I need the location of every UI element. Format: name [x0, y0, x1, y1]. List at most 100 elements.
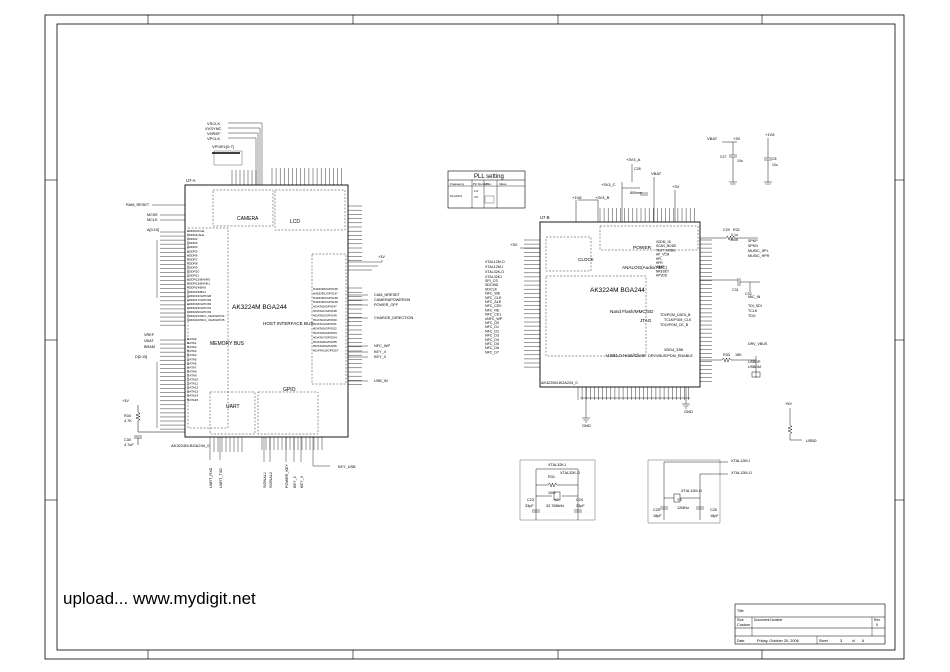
camera-block-label: CAMERA [237, 216, 259, 222]
net-label: VVSYNC [205, 126, 222, 131]
crystal-12m: XTAL12M-I XTAL12M-O XTAL12M-O Y3 12MHz C… [647, 459, 752, 524]
sheet-border-outer [44, 14, 905, 660]
net-label: MUSIC_HPL [748, 249, 769, 253]
net-label: TDO [748, 314, 756, 318]
pin-signal-label: ADDR4 [187, 245, 198, 249]
pin-signal-label: ADDR9 [187, 265, 198, 269]
net-label: VREF [144, 333, 155, 337]
chip-right-part: AK3224M BGA244 [590, 287, 645, 294]
net-label: NFC_D7 [485, 350, 499, 354]
left-data-signals: DATA0DATA1DATA2DATA3DATA4DATA5DATA6DATA7… [187, 337, 199, 402]
pll-cell: PLL0/1/2 [450, 194, 462, 198]
size-label: Size [737, 618, 744, 622]
pin-signal-label: ADDR0/CLE [187, 229, 204, 233]
power-net: +1V8 [572, 195, 582, 200]
pin-signal-label: HPVDD [656, 274, 668, 278]
pll-header-pll: PLL [486, 182, 492, 186]
usb-section: R33 15K +5V USBD VDD4_33B DRVVBUS/PDM_EN… [648, 348, 817, 443]
jtag-block-label: JTAG [640, 318, 652, 323]
left-top-pins [231, 168, 342, 185]
res-label: R31 [548, 475, 555, 479]
net-label: RAM_RESET [126, 203, 150, 207]
clock-block-label: CLOCK [578, 257, 595, 262]
pll-header-value: Value [499, 182, 507, 186]
pin-signal-label: DATA14 [187, 394, 199, 398]
pin-signal-label: DATA1 [187, 341, 197, 345]
pin-signal-label: NRESET [656, 269, 669, 273]
net-label: SIGNAL1 [263, 472, 267, 488]
left-side-pins [160, 231, 185, 430]
top-right-power: VBAT +3V +1V8 C27 10u C8 10u [707, 132, 778, 185]
pin-signal-label: DATA10 [187, 378, 199, 382]
pin-signal-label: TEST_MODE [656, 248, 675, 252]
title-block-frame [734, 603, 886, 645]
pin-signal-label: DATA15 [187, 398, 199, 402]
pll-cell: 4:0 [474, 195, 479, 199]
cap-label: C23 [527, 498, 534, 502]
pin-signal-label: ADDR1/ALE [187, 233, 204, 237]
pin-signal-label: ADDR3 [187, 241, 198, 245]
pin-signal-label: DATA11 [187, 382, 198, 386]
net-label: BRAM [144, 345, 155, 349]
cap-label: C28 [634, 167, 641, 171]
net-label: POWER_OFF [374, 303, 399, 307]
res-label: R32 [733, 228, 740, 232]
pin-signal-label: HDATA0/GPIO47 [313, 305, 337, 309]
net-label: MCLK [147, 218, 158, 222]
power-net: +3V3_A [626, 157, 641, 162]
host-block [311, 253, 347, 385]
net-label: XTAL12M-I [731, 459, 750, 463]
power-net: +3V3_C [601, 182, 616, 187]
cap-label: C26 [710, 508, 717, 512]
chip-left-body [184, 184, 349, 438]
chip-right-ref: U7-B [540, 215, 550, 220]
net-label: CAM_NRESET [374, 293, 401, 297]
net-label: NFC_D1 [485, 325, 499, 329]
watermark-text: upload... www.mydigit.net [63, 589, 256, 608]
net-label: VBAT [144, 339, 154, 343]
of-label: of [852, 639, 855, 643]
pin-signal-label: ADDR8 [187, 261, 198, 265]
pin-signal-label: DATA0 [187, 337, 197, 341]
pin-signal-label: DATA5 [187, 357, 197, 361]
chip-right-footer: AK3225M-BGA224_0 [541, 381, 578, 385]
res-label: R34 [124, 414, 131, 418]
pin-signal-label: ADDR20/GPIO32 [187, 310, 212, 314]
jtag-label: TDI/PGM_DATA_B [660, 313, 691, 317]
left-host-signals: HADDR0/GPIO36HADDR1/GPIO37HADDR2/GPIO38H… [313, 287, 339, 353]
pin-signal-label: DATA7 [187, 365, 197, 369]
cap-label: C24 [576, 498, 583, 502]
net-label: NFC_WE [485, 292, 501, 296]
power-block [599, 225, 699, 251]
net-label: USBDM [748, 365, 761, 369]
pin-signal-label: ADDR10 [187, 270, 199, 274]
power-net: VBAT [651, 171, 662, 176]
net-label: SIGNAL2 [269, 472, 273, 488]
right-left-nets: XTAL12M-OXTAL12M-IXTAL32K-OXTAL32K-ISPI_… [485, 260, 505, 354]
cap-value: 18pF [710, 514, 719, 518]
analog-block-label: ANALOG(Audio/ADC) [622, 265, 667, 270]
power-net: +3V [733, 136, 741, 141]
cap-label: C25 [653, 508, 660, 512]
power-net: +3V [510, 242, 518, 247]
left-top-nets: VSCLK VVSYNC VHREF VPCLK VPIXEL[0:7] [205, 121, 263, 185]
net-label: NFC_D6 [485, 346, 499, 350]
memory-block-label: MEMORY BUS [210, 341, 245, 347]
usb-net: USBD [806, 439, 817, 443]
net-label: USB_IN [374, 379, 388, 383]
vbat-label: +3V [122, 399, 129, 403]
sig-label: DRVVBUS/PDM_ENABLE [648, 354, 693, 358]
pin-signal-label: SCAN_MODE [656, 244, 676, 248]
right-chip-left-pins [524, 239, 540, 368]
pin-signal-label: HDATA9/GPIO56 [313, 344, 337, 348]
of-value: 6 [862, 639, 864, 643]
rev-label: Rev [874, 618, 880, 622]
ground-net: GND [684, 409, 693, 414]
net-label: KEY_3 [300, 476, 304, 488]
net-label: CHARGE_DIRECTION [374, 316, 413, 320]
right-chip-top-pins [599, 208, 695, 222]
cap-value: 800mm [630, 191, 642, 195]
left-bottom-nets: UART_RXD UART_TXD SIGNAL1 SIGNAL2 POWER_… [209, 437, 304, 488]
xtal-value: 12MHz [677, 506, 689, 510]
